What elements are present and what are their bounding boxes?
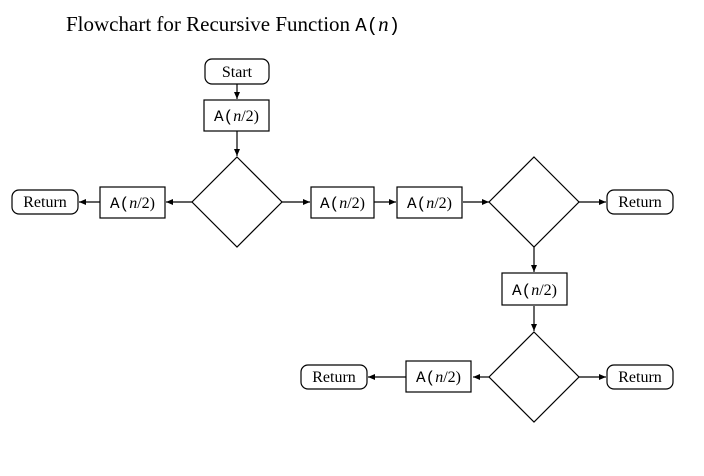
diagram-title: Flowchart for Recursive Function A(n)	[66, 12, 400, 37]
decision-node-3	[488, 331, 580, 423]
return-node-right-2: Return	[606, 364, 674, 390]
call-node-1-label: A(n/2)	[214, 108, 259, 126]
return-bottom-left-label: Return	[312, 369, 356, 386]
decision-node-2	[488, 156, 580, 248]
call-node-left: A(n/2)	[99, 186, 166, 219]
return-node-right-1: Return	[606, 189, 674, 215]
return-node-left: Return	[11, 189, 79, 215]
edges	[79, 84, 606, 380]
call-node-5: A(n/2)	[405, 360, 472, 393]
call-node-2: A(n/2)	[310, 186, 375, 219]
call-node-4: A(n/2)	[501, 272, 568, 306]
call-node-5-label: A(n/2)	[416, 369, 461, 387]
title-arg: n	[378, 12, 389, 36]
call-node-3: A(n/2)	[396, 186, 463, 219]
call-node-3-label: A(n/2)	[407, 195, 452, 213]
return-right-2-label: Return	[618, 369, 662, 386]
return-right-1-label: Return	[618, 194, 662, 211]
title-close-paren: )	[389, 15, 400, 37]
start-label: Start	[222, 64, 253, 81]
call-node-left-label: A(n/2)	[110, 195, 155, 213]
decision-node-1	[191, 156, 283, 248]
return-left-label: Return	[23, 194, 67, 211]
title-open-paren: (	[367, 15, 378, 37]
call-node-1: A(n/2)	[203, 99, 270, 132]
title-prefix: Flowchart for Recursive Function	[66, 12, 355, 36]
call-node-2-label: A(n/2)	[320, 195, 365, 213]
return-node-bottom-left: Return	[300, 364, 368, 390]
title-func: A	[355, 15, 367, 37]
call-node-4-label: A(n/2)	[512, 282, 557, 300]
start-node: Start	[204, 58, 270, 85]
